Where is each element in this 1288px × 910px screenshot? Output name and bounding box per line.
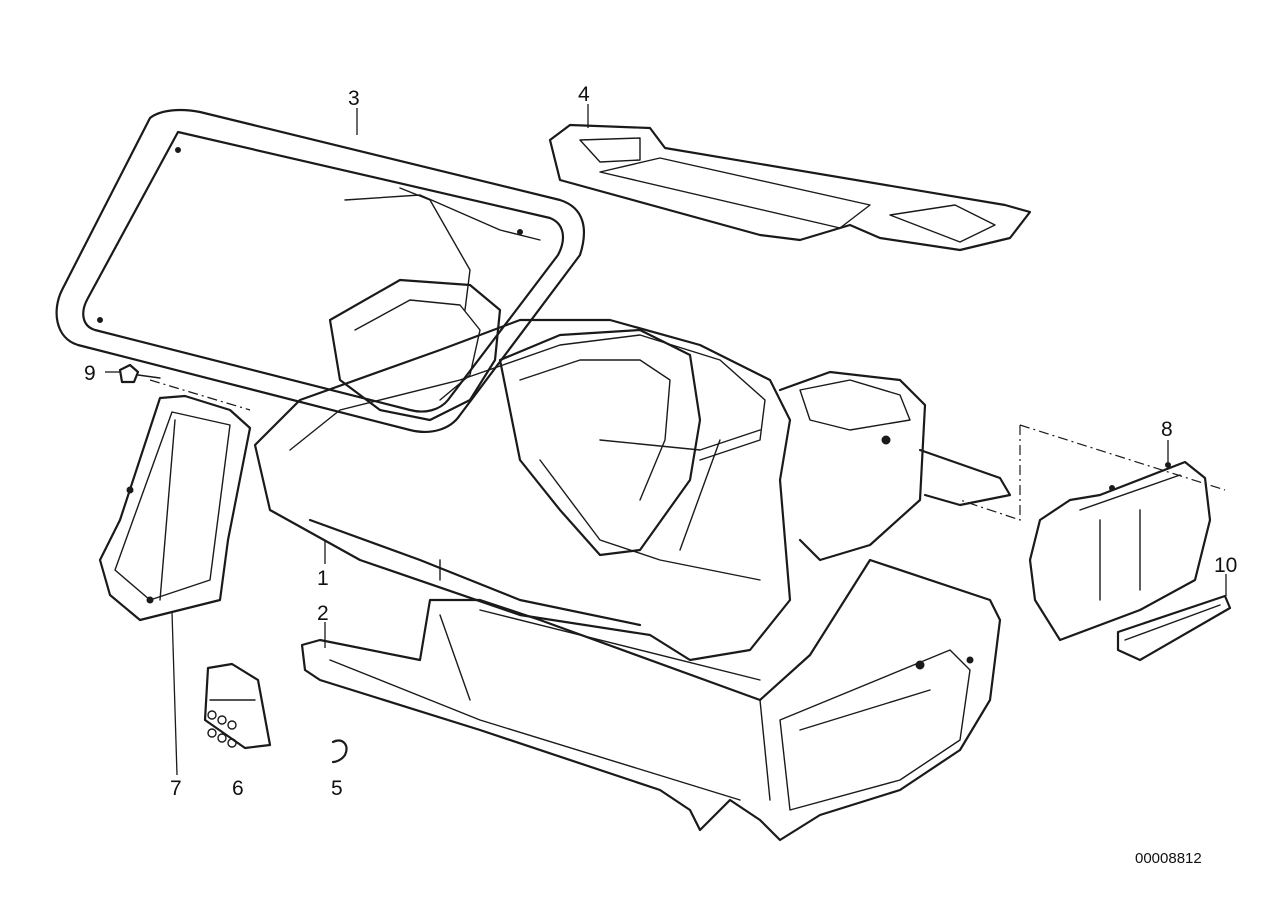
part-4-gasket[interactable] bbox=[548, 123, 1032, 252]
part-6-resistor[interactable] bbox=[203, 662, 272, 750]
callout-4: 4 bbox=[578, 83, 590, 106]
callout-3: 3 bbox=[348, 87, 360, 110]
part-5-clip[interactable] bbox=[331, 739, 348, 764]
part-3-frame-gasket[interactable] bbox=[55, 108, 586, 433]
part-1-heater-housing[interactable] bbox=[253, 278, 1012, 662]
part-9-screw[interactable] bbox=[118, 363, 161, 384]
callout-9: 9 bbox=[84, 362, 96, 385]
part-8-cover[interactable] bbox=[1028, 460, 1212, 642]
document-number: 00008812 bbox=[1135, 850, 1202, 867]
callout-2: 2 bbox=[317, 602, 329, 625]
callout-5: 5 bbox=[331, 777, 343, 800]
callout-7: 7 bbox=[170, 777, 182, 800]
part-10-seal[interactable] bbox=[1116, 594, 1232, 662]
callout-10: 10 bbox=[1214, 554, 1237, 577]
leader-lines bbox=[105, 104, 1227, 776]
part-2-lower-housing[interactable] bbox=[300, 558, 1002, 842]
part-7-side-cover[interactable] bbox=[98, 394, 252, 622]
callout-6: 6 bbox=[232, 777, 244, 800]
callout-8: 8 bbox=[1161, 418, 1173, 441]
callout-1: 1 bbox=[317, 567, 329, 590]
